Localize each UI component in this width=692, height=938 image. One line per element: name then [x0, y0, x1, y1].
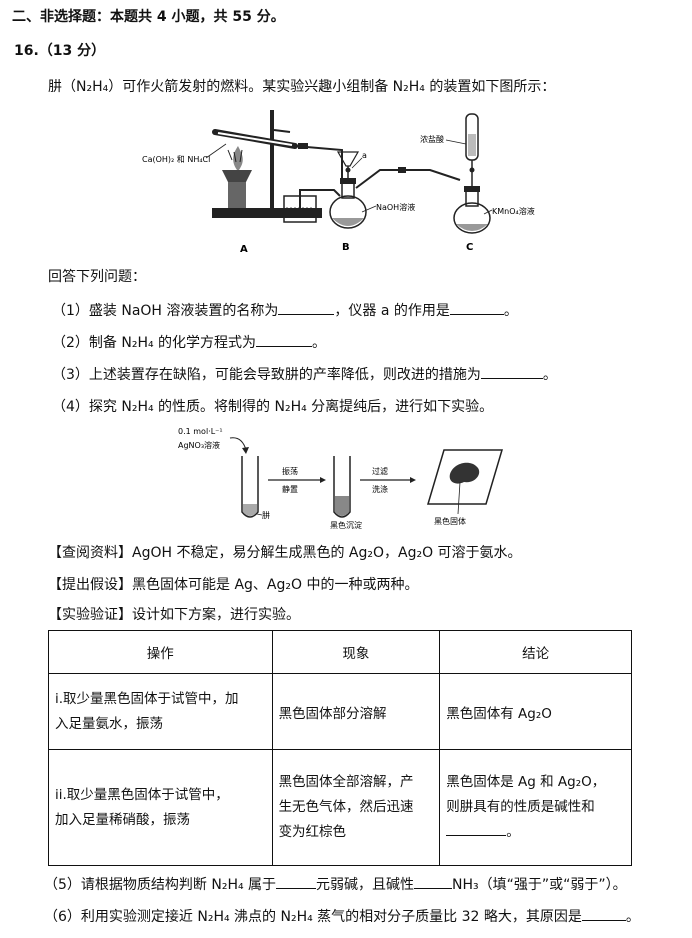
- hcl-label: 浓盐酸: [420, 134, 444, 144]
- verification-line: 【实验验证】设计如下方案，进行实验。: [48, 607, 300, 623]
- instrument-a-label: a: [362, 151, 367, 160]
- naoh-label: NaOH溶液: [376, 202, 415, 212]
- experiment-diagram: 0.1 mol·L⁻¹ AgNO₃溶液 肼 振荡 静置 黑色沉淀 过滤 洗涤 黑…: [178, 427, 504, 530]
- conc-label: 0.1 mol·L⁻¹: [178, 427, 223, 436]
- step1-bottom: 静置: [282, 484, 298, 494]
- question-6: （6）利用实验测定接近 N₂H₄ 沸点的 N₂H₄ 蒸气的相对分子质量比 32 …: [44, 906, 640, 926]
- question-3: （3）上述装置存在缺陷，可能会导致肼的产率降低，则改进的措施为。: [52, 364, 557, 384]
- reagent-label: Ca(OH)₂ 和 NH₄Cl: [142, 155, 210, 164]
- row1-phenomenon: 黑色固体部分溶解: [271, 673, 441, 750]
- answer-blank[interactable]: [581, 906, 626, 921]
- step2-top: 过滤: [372, 466, 388, 476]
- step2-bottom: 洗涤: [372, 484, 388, 494]
- header-conclusion: 结论: [439, 630, 632, 674]
- label-C: C: [466, 242, 473, 253]
- kmno4-label: KMnO₄溶液: [492, 206, 535, 216]
- row2-operation: ii.取少量黑色固体于试管中， 加入足量稀硝酸，振荡: [48, 749, 273, 866]
- answer-blank[interactable]: [480, 364, 543, 379]
- row2-conclusion: 黑色固体是 Ag 和 Ag₂O， 则肼具有的性质是碱性和 。: [439, 749, 632, 866]
- info-line: 【查阅资料】AgOH 不稳定，易分解生成黑色的 Ag₂O，Ag₂O 可溶于氨水。: [48, 545, 522, 561]
- solid-label: 黑色固体: [434, 516, 466, 526]
- answer-blank[interactable]: [276, 874, 317, 889]
- apparatus-diagram: Ca(OH)₂ 和 NH₄Cl a NaOH溶液 浓盐酸 KMnO₄溶液 A B…: [142, 110, 535, 255]
- row1-operation: i.取少量黑色固体于试管中，加 入足量氨水，振荡: [48, 673, 273, 750]
- answer-blank[interactable]: [256, 332, 313, 347]
- label-A: A: [240, 244, 248, 255]
- step1-top: 振荡: [282, 466, 298, 476]
- experiment-table: 操作 现象 结论 i.取少量黑色固体于试管中，加 入足量氨水，振荡 黑色固体部分…: [48, 630, 632, 866]
- question-2: （2）制备 N₂H₄ 的化学方程式为。: [52, 332, 326, 352]
- row1-conclusion: 黑色固体有 Ag₂O: [439, 673, 632, 750]
- header-phenomenon: 现象: [271, 630, 441, 674]
- question-number: 16.（13 分）: [14, 43, 106, 59]
- answer-prompt: 回答下列问题：: [48, 269, 146, 285]
- answer-blank[interactable]: [449, 300, 504, 315]
- answer-blank[interactable]: [278, 300, 335, 315]
- question-1: （1）盛装 NaOH 溶液装置的名称为，仪器 a 的作用是。: [52, 300, 518, 320]
- row2-phenomenon: 黑色固体全部溶解，产 生无色气体，然后迅速 变为红棕色: [271, 749, 441, 866]
- question-4: （4）探究 N₂H₄ 的性质。将制得的 N₂H₄ 分离提纯后，进行如下实验。: [52, 399, 494, 415]
- agno3-label: AgNO₃溶液: [178, 440, 220, 450]
- table-row: ii.取少量黑色固体于试管中， 加入足量稀硝酸，振荡 黑色固体全部溶解，产 生无…: [48, 749, 632, 866]
- table-header-row: 操作 现象 结论: [48, 630, 632, 674]
- header-operation: 操作: [48, 630, 273, 674]
- question-intro: 肼（N₂H₄）可作火箭发射的燃料。某实验兴趣小组制备 N₂H₄ 的装置如下图所示…: [48, 79, 556, 95]
- section-header: 二、非选择题：本题共 4 小题，共 55 分。: [12, 9, 285, 25]
- hypothesis-line: 【提出假设】黑色固体可能是 Ag、Ag₂O 中的一种或两种。: [48, 577, 419, 593]
- label-B: B: [342, 242, 350, 253]
- table-row: i.取少量黑色固体于试管中，加 入足量氨水，振荡 黑色固体部分溶解 黑色固体有 …: [48, 673, 632, 750]
- precipitate-label: 黑色沉淀: [330, 520, 362, 530]
- answer-blank[interactable]: [414, 874, 453, 889]
- answer-blank[interactable]: [446, 821, 507, 836]
- hydrazine-label: 肼: [262, 510, 270, 520]
